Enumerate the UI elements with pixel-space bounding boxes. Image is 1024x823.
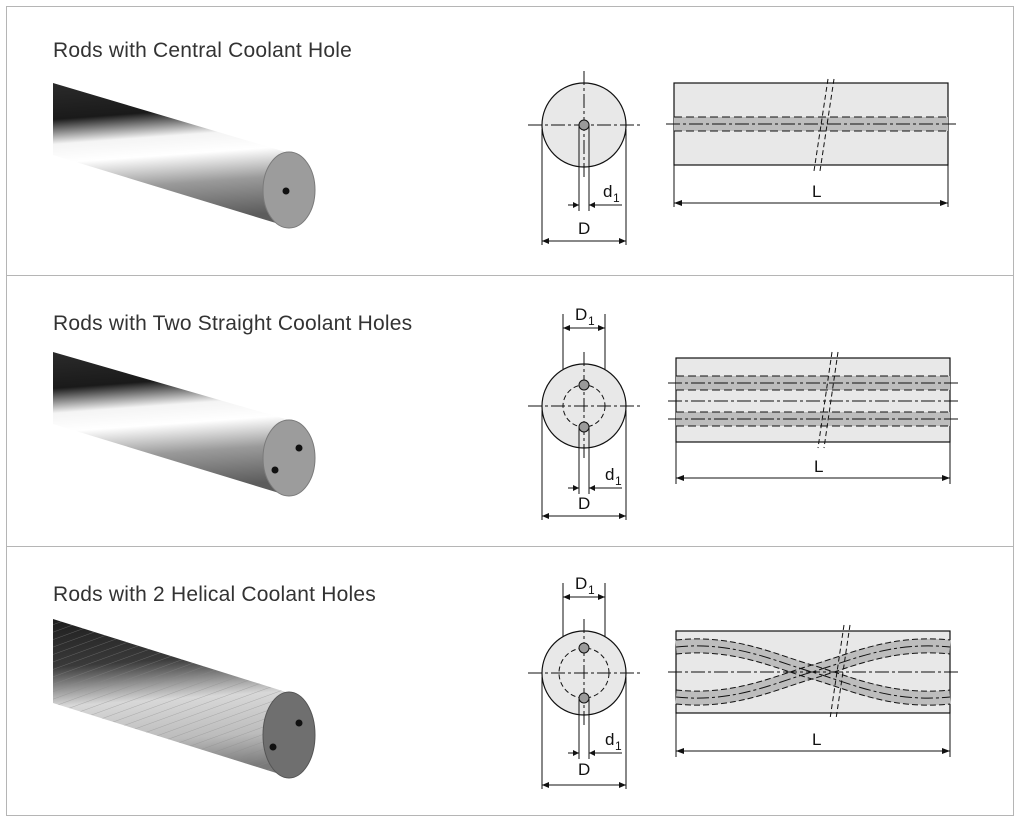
label-d1-subscript: 1 [613,191,620,205]
label-D1: D [575,305,587,324]
label-d1: d [605,730,614,749]
cross-section-diagram: D 1 d 1 D [528,574,640,789]
rod-image-helical-holes [53,619,316,779]
row-title: Rods with Two Straight Coolant Holes [53,312,413,335]
label-d1-subscript: 1 [615,739,622,753]
length-diagram: L [668,351,960,484]
label-D1: D [575,574,587,593]
row-two-straight-coolant-holes: Rods with Two Straight Coolant Holes [7,275,1013,547]
label-L: L [812,730,821,749]
row-central-coolant-hole: Rods with Central Coolant Hole [7,7,1013,275]
label-d1: d [605,465,614,484]
rod-image-two-straight-holes [53,352,316,497]
label-L: L [814,457,823,476]
label-D: D [578,760,590,779]
label-D: D [578,219,590,238]
cross-section-diagram: d 1 D [528,71,640,245]
length-diagram: L [666,78,958,207]
label-d1: d [603,182,612,201]
row-two-helical-coolant-holes: Rods with 2 Helical Coolant Holes [7,546,1013,816]
label-d1-subscript: 1 [615,474,622,488]
row-title: Rods with 2 Helical Coolant Holes [53,583,376,606]
label-D1-subscript: 1 [588,314,595,328]
label-D: D [578,494,590,513]
product-table: Rods with Central Coolant Hole [6,6,1014,816]
label-L: L [812,182,821,201]
label-D1-subscript: 1 [588,583,595,597]
length-diagram: L [668,624,960,757]
rod-image-central-hole [53,83,316,229]
cross-section-diagram: D 1 d 1 D [528,305,640,520]
row-title: Rods with Central Coolant Hole [53,39,352,62]
